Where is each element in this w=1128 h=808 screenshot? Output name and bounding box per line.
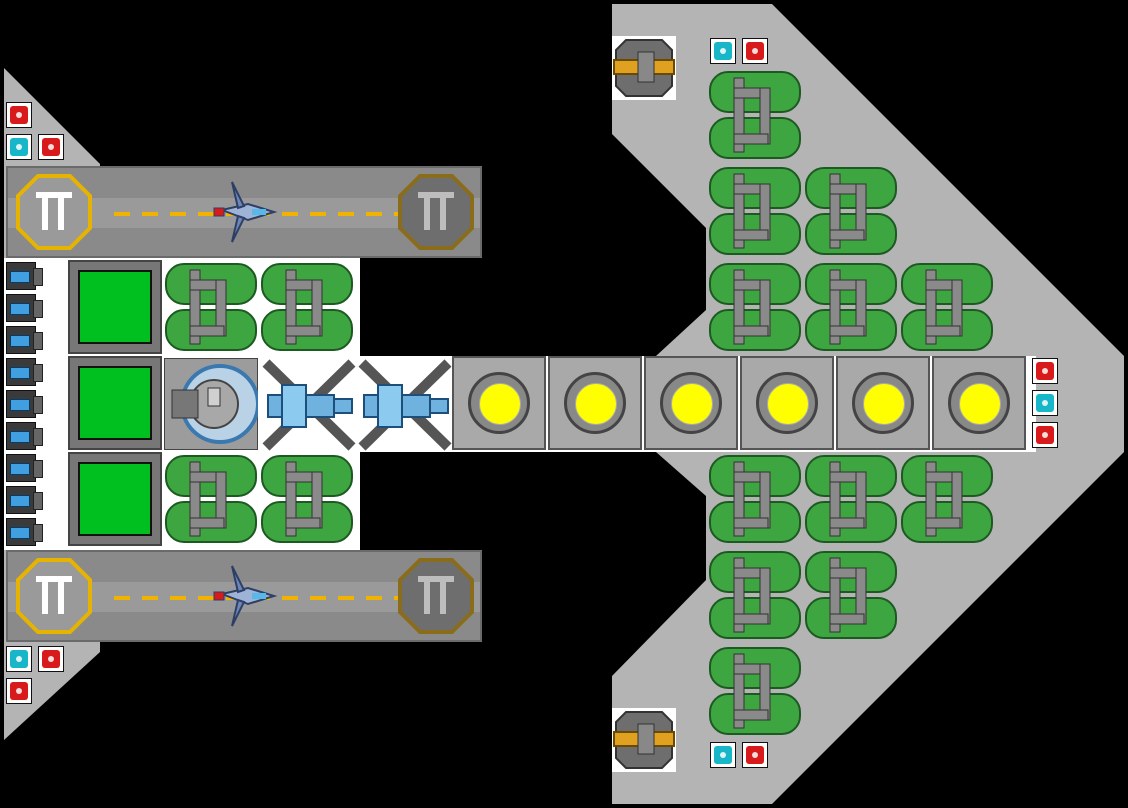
- engine-icon[interactable]: [358, 358, 452, 452]
- thruster-icon[interactable]: [6, 358, 43, 386]
- cockpit-icon[interactable]: [164, 358, 258, 450]
- landing-pad-icon[interactable]: [398, 174, 474, 250]
- thruster-icon[interactable]: [6, 390, 43, 418]
- shield-emitter-icon[interactable]: [6, 102, 32, 128]
- fuel-tank-icon[interactable]: [804, 548, 898, 642]
- shield-emitter-icon[interactable]: [6, 646, 32, 672]
- fuel-tank-icon[interactable]: [708, 644, 802, 738]
- fuel-tank-icon[interactable]: [708, 164, 802, 258]
- reactor-icon[interactable]: [644, 356, 738, 450]
- shield-emitter-icon[interactable]: [38, 646, 64, 672]
- landing-pad-icon[interactable]: [16, 558, 92, 634]
- hangar-bay-bottom: [6, 550, 482, 642]
- reactor-icon[interactable]: [452, 356, 546, 450]
- thruster-icon[interactable]: [6, 422, 43, 450]
- reactor-icon[interactable]: [836, 356, 930, 450]
- fuel-tank-icon[interactable]: [708, 452, 802, 546]
- thruster-icon[interactable]: [6, 518, 43, 546]
- thruster-icon[interactable]: [6, 486, 43, 514]
- shield-emitter-icon[interactable]: [1032, 358, 1058, 384]
- fighter-craft-icon[interactable]: [208, 564, 278, 630]
- fuel-tank-icon[interactable]: [804, 452, 898, 546]
- thruster-icon[interactable]: [6, 326, 43, 354]
- thruster-icon[interactable]: [6, 262, 43, 290]
- thruster-icon[interactable]: [6, 454, 43, 482]
- fuel-tank-icon[interactable]: [260, 452, 354, 546]
- fuel-tank-icon[interactable]: [164, 260, 258, 354]
- storage-fill: [78, 462, 152, 536]
- reactor-icon[interactable]: [740, 356, 834, 450]
- fuel-tank-icon[interactable]: [900, 452, 994, 546]
- fuel-tank-icon[interactable]: [708, 68, 802, 162]
- thruster-icon[interactable]: [6, 294, 43, 322]
- landing-pad-icon[interactable]: [398, 558, 474, 634]
- fuel-tank-icon[interactable]: [260, 260, 354, 354]
- shield-emitter-icon[interactable]: [6, 678, 32, 704]
- storage-tank-icon[interactable]: [68, 452, 162, 546]
- storage-tank-icon[interactable]: [68, 260, 162, 354]
- storage-fill: [78, 270, 152, 344]
- shield-emitter-icon[interactable]: [1032, 422, 1058, 448]
- shield-emitter-icon[interactable]: [742, 742, 768, 768]
- fuel-tank-icon[interactable]: [708, 260, 802, 354]
- turret-icon[interactable]: [612, 36, 676, 100]
- storage-fill: [78, 366, 152, 440]
- engine-icon[interactable]: [262, 358, 356, 452]
- fuel-tank-icon[interactable]: [804, 164, 898, 258]
- turret-icon[interactable]: [612, 708, 676, 772]
- fuel-tank-icon[interactable]: [164, 452, 258, 546]
- shield-emitter-icon[interactable]: [6, 134, 32, 160]
- fuel-tank-icon[interactable]: [900, 260, 994, 354]
- shield-emitter-icon[interactable]: [742, 38, 768, 64]
- reactor-icon[interactable]: [548, 356, 642, 450]
- shield-emitter-icon[interactable]: [1032, 390, 1058, 416]
- landing-pad-icon[interactable]: [16, 174, 92, 250]
- shield-emitter-icon[interactable]: [710, 742, 736, 768]
- storage-tank-icon[interactable]: [68, 356, 162, 450]
- shield-emitter-icon[interactable]: [710, 38, 736, 64]
- fighter-craft-icon[interactable]: [208, 180, 278, 246]
- fuel-tank-icon[interactable]: [708, 548, 802, 642]
- reactor-icon[interactable]: [932, 356, 1026, 450]
- hangar-bay-top: [6, 166, 482, 258]
- shield-emitter-icon[interactable]: [38, 134, 64, 160]
- fuel-tank-icon[interactable]: [804, 260, 898, 354]
